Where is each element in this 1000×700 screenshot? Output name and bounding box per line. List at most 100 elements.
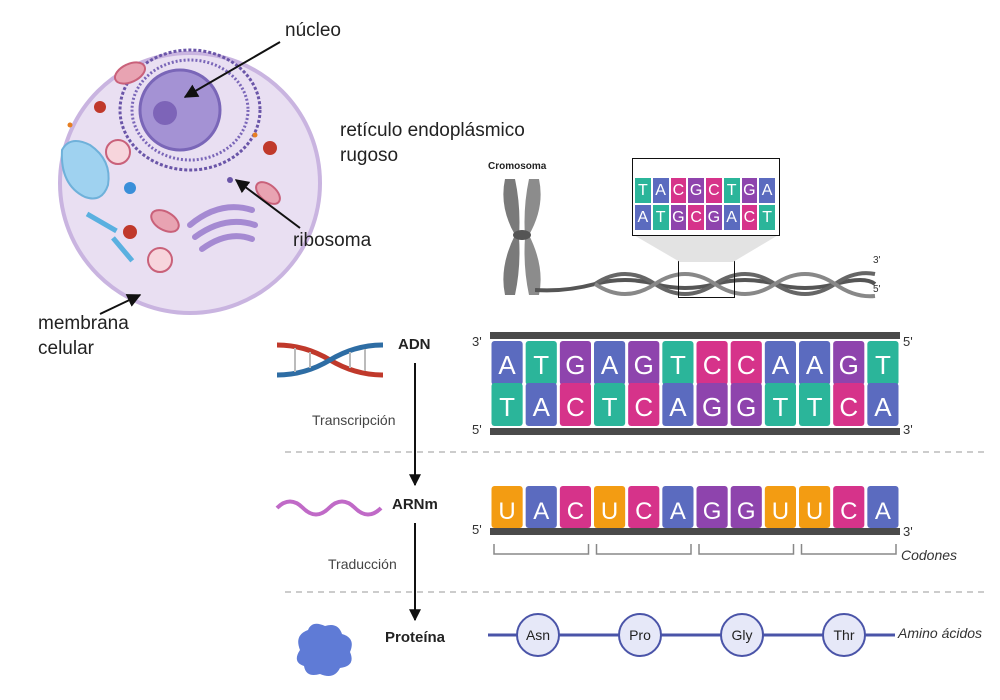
mrna-base-letter: U [806, 498, 823, 525]
helix-end-bottom: 5' [873, 284, 881, 295]
amino-acids-label: Amino ácidos [898, 625, 983, 641]
dna-top-base [730, 341, 762, 385]
zoom-source-box [678, 260, 735, 298]
zoom-top-base: T [635, 178, 651, 203]
dna-top-base-letter: T [533, 350, 549, 380]
chromosome-label: Cromosoma [488, 161, 547, 172]
dna-bottom-base-letter: T [807, 392, 823, 422]
dna-bottom-base [559, 383, 591, 426]
mrna-base-letter: U [772, 498, 789, 525]
dna-top-base [491, 341, 523, 385]
rer-label-line1: retículo endoplásmico [340, 120, 525, 141]
vacuole [60, 140, 110, 200]
mrna-base [662, 486, 694, 528]
dna-top-base-letter: T [670, 350, 686, 380]
mrna-base-letter: G [703, 498, 722, 525]
mrna-label: ARNm [392, 496, 438, 513]
mrna-base [764, 486, 796, 528]
mrna-base [491, 486, 523, 528]
mrna-base-letter: A [875, 498, 891, 525]
dna-top-left-end: 3' [472, 334, 482, 349]
dna-bottom-base [696, 383, 728, 426]
dna-bottom-base-letter: C [566, 392, 585, 422]
dna-top-base [662, 341, 694, 385]
zoom-top-base: T [723, 178, 740, 203]
dna-top-base [833, 341, 865, 385]
zoom-bottom-base: C [741, 205, 758, 230]
amino-acid-label: Gly [732, 627, 753, 643]
zoom-bottom-base: T [759, 205, 775, 230]
dna-top-base-letter: A [772, 350, 790, 380]
amino-acid-node [516, 613, 560, 657]
dna-bottom-base [491, 383, 523, 426]
protein-label: Proteína [385, 629, 446, 646]
nucleus-label: núcleo [285, 20, 341, 41]
dna-top-base [696, 341, 728, 385]
mrna-left-end: 5' [472, 522, 482, 537]
dna-bottom-base [867, 383, 899, 426]
amino-acid-node [618, 613, 662, 657]
transcription-label: Transcripción [312, 412, 396, 428]
dna-top-base [559, 341, 591, 385]
dna-top-right-end: 5' [903, 334, 913, 349]
zoom-top-base: C [706, 178, 722, 203]
amino-acid-label: Asn [526, 627, 550, 643]
centrosome [124, 182, 136, 194]
amino-acid-node [720, 613, 764, 657]
dna-icon [276, 342, 384, 378]
dna-top-backbone [490, 332, 900, 339]
mrna-base-letter: A [533, 498, 549, 525]
helix-end-top: 3' [873, 255, 881, 266]
ribosome [227, 177, 233, 183]
codon-bracket [595, 544, 692, 555]
zoom-top-base: C [670, 178, 687, 203]
dna-top-base-letter: T [875, 350, 891, 380]
dna-top-base [628, 341, 660, 385]
dna-top-base-letter: G [565, 350, 585, 380]
codon-bracket [800, 544, 897, 555]
zoom-bottom-base: T [652, 205, 669, 230]
mrna-backbone [490, 528, 900, 535]
codon-bracket [493, 544, 590, 555]
zoom-top-base: G [741, 178, 758, 203]
zoom-top-base: G [688, 178, 704, 203]
dna-bottom-base-letter: C [839, 392, 858, 422]
mrna-base [799, 486, 831, 528]
nucleolus [153, 101, 177, 125]
translation-label: Traducción [328, 556, 397, 572]
mrna-base [833, 486, 865, 528]
mrna-base-letter: G [737, 498, 756, 525]
dna-top-base-letter: G [634, 350, 654, 380]
amino-acid-label: Thr [834, 627, 855, 643]
zoom-bottom-base: G [670, 205, 687, 230]
dna-bottom-base [833, 383, 865, 426]
membrane-label-line2: celular [38, 338, 94, 359]
dna-top-base-letter: A [498, 350, 516, 380]
dna-top-base [867, 341, 899, 385]
mrna-base-letter: U [601, 498, 618, 525]
codon-bracket [698, 544, 795, 555]
mrna-base [867, 486, 899, 528]
dna-top-base [594, 341, 626, 385]
ribosome-label: ribosoma [293, 230, 372, 251]
mrna-base [525, 486, 557, 528]
dna-bottom-base-letter: G [736, 392, 756, 422]
dna-bottom-base-letter: A [669, 392, 687, 422]
amino-acid-node [822, 613, 866, 657]
dna-top-base [525, 341, 557, 385]
dna-bottom-base [525, 383, 557, 426]
dna-bottom-base-letter: C [634, 392, 653, 422]
membrane-label-line1: membrana [38, 313, 129, 334]
mrna-base-letter: C [635, 498, 652, 525]
dna-bottom-left-end: 5' [472, 422, 482, 437]
nucleus [138, 68, 222, 152]
dna-label: ADN [398, 336, 431, 353]
dna-bottom-base-letter: A [874, 392, 892, 422]
dna-bottom-base-letter: T [499, 392, 515, 422]
dna-top-base [799, 341, 831, 385]
chromosome [503, 179, 541, 295]
mrna-base [730, 486, 762, 528]
